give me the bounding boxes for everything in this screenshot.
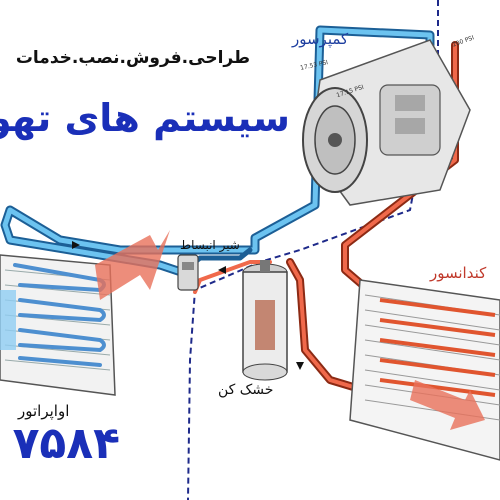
drier-label: خشک کن [218, 382, 274, 398]
services-heading: طراحی.فروش.نصب.خدمات [15, 48, 250, 68]
evaporator-label: اواپراتور [18, 402, 70, 420]
expansion-valve-icon [177, 254, 199, 291]
expansion-valve-label: شیر انبساط [180, 238, 240, 252]
condenser-coil-icon [349, 279, 500, 461]
compressor-label: کمپرسور [292, 30, 349, 48]
page-title: سیستم های تهویه [0, 96, 290, 140]
flow-direction-arrows [72, 241, 304, 370]
phone-number: ۷۵۸۴ [12, 418, 120, 469]
compressor-icon [302, 39, 471, 206]
receiver-drier-icon [242, 260, 288, 381]
condenser-label: کندانسور [430, 264, 487, 282]
airflow-arrow-icon [95, 230, 485, 430]
